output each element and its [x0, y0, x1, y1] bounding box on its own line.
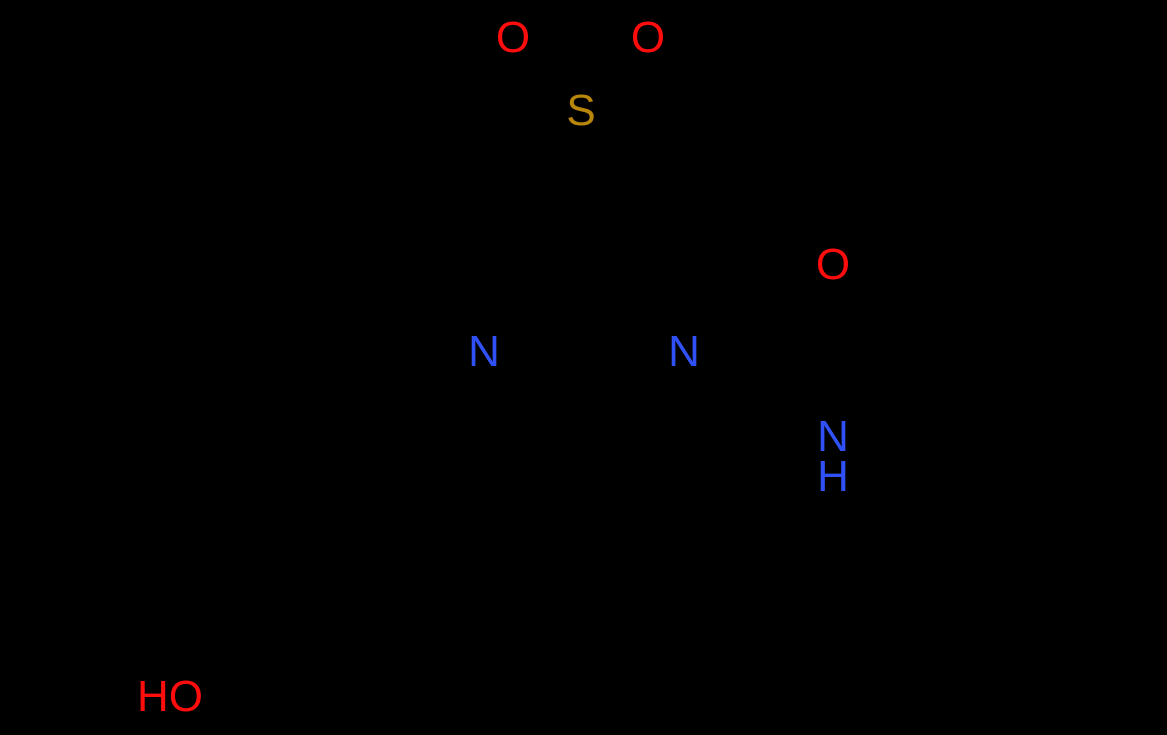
bond	[537, 437, 703, 453]
bond	[599, 46, 631, 82]
bond	[612, 58, 644, 94]
bond	[657, 167, 703, 238]
bond	[505, 167, 523, 253]
bond	[499, 287, 595, 339]
bond	[789, 293, 832, 312]
atom-label-o-sulfonyl-right: O	[630, 13, 666, 62]
atom-label-o-hydroxyl: HO	[137, 672, 203, 721]
bond	[517, 58, 550, 94]
atom-label-n-amide: N	[817, 412, 849, 461]
atom-label-h-amide: H	[817, 452, 849, 501]
bond	[202, 612, 265, 691]
bond	[589, 232, 703, 293]
bond	[589, 287, 681, 333]
bond	[604, 129, 663, 173]
atom-label-n-piperazine-1: N	[468, 327, 500, 376]
bond	[481, 369, 543, 443]
atom-label-o-sulfonyl-left: O	[495, 13, 531, 62]
bond	[685, 369, 703, 453]
bond	[797, 317, 836, 411]
bond	[787, 285, 829, 303]
bond	[517, 247, 595, 293]
bond	[852, 417, 938, 448]
atom-label-s-sulfonyl: S	[566, 86, 596, 135]
bond	[530, 46, 563, 82]
bond	[505, 129, 558, 173]
bond	[697, 297, 793, 348]
atom-label-n-piperazine-2: N	[668, 327, 700, 376]
bond-group	[202, 46, 938, 691]
atom-label-o-carbonyl: O	[815, 240, 851, 289]
